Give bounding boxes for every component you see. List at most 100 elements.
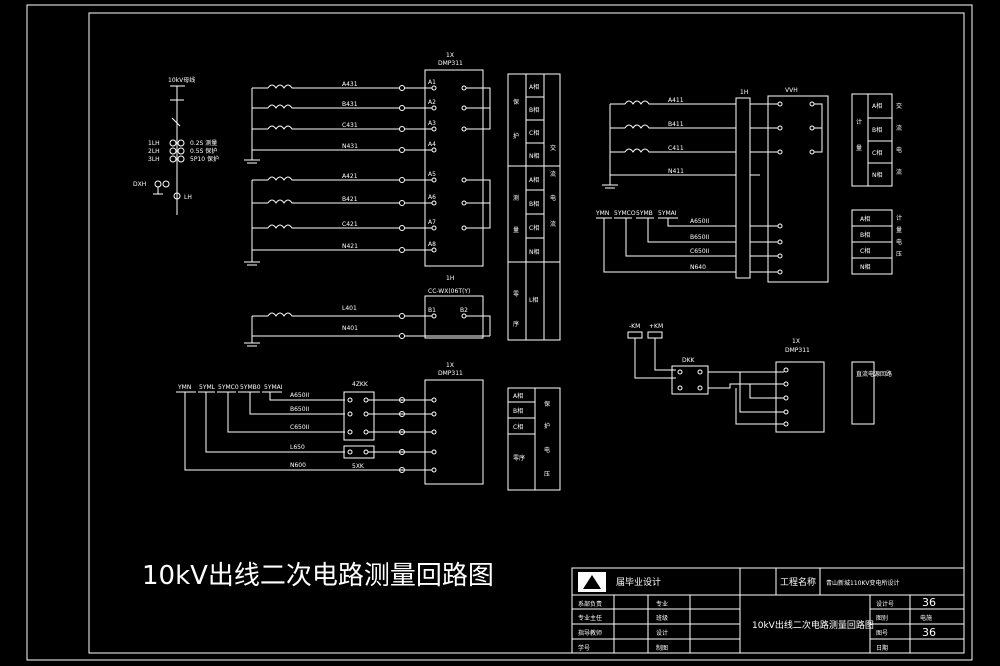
tb-school: 届毕业设计 [616,576,661,588]
rt-wire-3: C411 [668,145,684,152]
ct-phase-1: A相 [529,83,539,91]
rt-func-1: 计 [856,118,862,126]
tb-value-1: 36 [922,596,936,609]
tb-role-1: 系部负责 [578,600,602,608]
ct-group1 [244,84,400,164]
rt-func2-2: 流 [896,124,902,132]
wire-b421: B421 [342,196,358,203]
tb-role2-3: 设计 [656,629,668,637]
pt-bus-4: 5YMB0 [240,384,261,391]
rb-device-model: DMP311 [785,347,810,354]
rt-bus-3: 5YMB [636,210,653,217]
pt-phase-3: C相 [513,423,523,431]
ct-device-label: 1X [446,52,454,59]
term-a4: A4 [428,141,436,148]
ct-label-3: 3LH [148,156,160,163]
zero-seq-group [244,312,400,347]
term-a8: A8 [428,241,436,248]
ct-terminals [399,85,491,253]
pt-bus-5: 5YMAI [264,384,283,391]
term-a5: A5 [428,171,436,178]
tb-role2-4: 制图 [656,644,668,652]
term-b2: B2 [460,307,468,314]
ct-func-2: 护 [513,132,519,140]
rt-wire-1: A411 [668,97,684,104]
term-a1: A1 [428,79,436,86]
pt-wire-4: L650 [290,444,305,451]
ct-side-table [507,73,561,341]
rt-wire-4: N411 [668,168,684,175]
lh-label: LH [184,194,192,201]
pt-func-1: 保 [544,400,550,408]
tb-value-2: 电施 [920,614,932,622]
tb-project-name: 青山新城110KV变电所设计 [826,579,900,587]
pt-switch-label: 4ZKK [352,381,369,388]
rt-pt-wire-1: A650II [690,218,709,225]
ct-phase-8: N相 [529,248,540,256]
rt-func2-4: 流 [896,168,902,176]
pt-func-3: 电 [544,446,550,454]
ct-phase-3: C相 [529,129,539,137]
pt-bus-3: 5YMC0 [218,384,239,391]
drawing-title: 10kV出线二次电路测量回路图 [142,561,494,591]
pt-bus-1: YMN [177,384,191,391]
rb-left-2: +KM [649,323,663,330]
tb-project-label: 工程名称 [780,576,816,588]
wire-c421: C421 [342,221,358,228]
wire-a431: A431 [342,81,358,88]
pt-wire-5: N600 [290,462,306,469]
ct-func-6: 流 [550,220,556,228]
rt-phase-4: N相 [872,171,883,179]
term-a3: A3 [428,120,436,127]
tb-role-2: 专业主任 [578,614,602,622]
zero-seq-model: CC-WX(06T(Y) [428,288,470,295]
pt-wire-3: C650II [290,424,309,431]
ct-phase-4: N相 [529,152,540,160]
pt-phase-2: B相 [513,407,523,415]
term-a6: A6 [428,194,436,201]
dc-supply-panel: -KM +KM DKK 1X DMP311 直流电源回路 [627,323,892,433]
school-logo-mark [583,575,601,589]
rt-pt-wire-4: N640 [690,264,706,271]
inner-frame [88,12,965,654]
ct-phase-9: L相 [529,296,538,304]
rt-func3-1: 计 [896,214,902,222]
pt-wire-2: B650II [290,406,309,413]
rt-func3-2: 量 [896,227,902,234]
ct-label-2: 2LH [148,148,160,155]
ct-class-3: 5P10 保护 [190,155,219,163]
rt-func3-3: 电 [896,238,902,246]
rt-func2-1: 交 [896,102,902,110]
ct-func-10: 序 [513,320,519,328]
pt-bus-2: 5YML [199,384,216,391]
tb-drawing-title: 10kV出线二次电路测量回路图 [752,619,874,631]
rt-func3-4: 压 [896,251,902,258]
pt-device-model: DMP311 [438,370,463,377]
tb-field-3: 图号 [876,630,888,637]
dxh-label: DXH [133,181,146,188]
wire-b431: B431 [342,101,358,108]
rt-pt-wire-2: B650II [690,234,709,241]
pt-phase-1: A相 [513,392,523,400]
pt-phase-4: 零序 [513,454,525,462]
pt-measurement-panel: YMN 5YML 5YMC0 5YMB0 5YMAI A650II B650II… [176,362,561,491]
ct-class-1: 0.2S 测量 [190,139,217,147]
wire-n431: N431 [342,143,358,150]
ct-func-1: 保 [513,98,519,106]
rt-phase2-2: B相 [860,231,870,239]
rt-phase2-1: A相 [860,215,870,223]
ct-device-model: DMP311 [438,60,463,67]
rt-func-2: 量 [856,145,862,152]
wire-n401: N401 [342,325,358,332]
ct-func-4: 流 [550,170,556,178]
rt-bus-1: YMN [595,210,609,217]
wire-a421: A421 [342,173,358,180]
tb-role-3: 指导教师 [578,629,602,637]
outer-frame [26,4,973,661]
pt-wire-1: A650II [290,392,309,399]
single-line-diagram: 10kV母线 1LH 2LH 3LH 0.2S 测量 0.5S 保护 5P10 … [133,76,219,215]
metering-panel: A411 B411 C411 N411 1H VVH YMN 5YMCO 5YM… [595,87,902,283]
bus-label: 10kV母线 [168,76,195,84]
zero-seq-device-label: 1H [446,275,454,282]
